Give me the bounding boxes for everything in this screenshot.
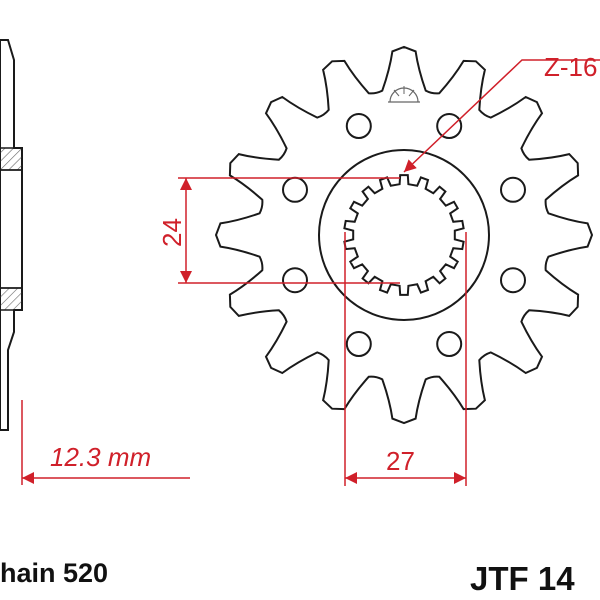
mounting-hole	[282, 176, 308, 203]
dim-offset-label: 12.3 mm	[50, 442, 151, 472]
spline-bore	[343, 174, 465, 296]
z-label-leader	[403, 59, 600, 173]
mounting-hole	[345, 331, 372, 357]
dim-24	[178, 177, 400, 284]
dim-27	[344, 232, 467, 486]
side-profile	[0, 39, 23, 431]
side-hub-hatch-bottom	[0, 287, 23, 311]
side-profile-body	[0, 39, 23, 431]
bore-ring	[318, 149, 490, 321]
dim-24-label: 24	[157, 218, 187, 247]
mounting-holes	[282, 113, 526, 357]
side-hub-hatch-top	[0, 147, 23, 171]
mounting-hole	[500, 267, 526, 294]
spline-profile	[343, 174, 465, 296]
mounting-hole	[500, 176, 526, 203]
logo-mark	[388, 86, 420, 103]
z-label: Z-16	[544, 52, 597, 82]
mounting-hole	[345, 113, 372, 139]
dim-offset	[21, 400, 190, 485]
part-label: JTF 14	[470, 560, 575, 597]
mounting-hole	[282, 267, 308, 294]
chain-label: hain 520	[0, 558, 108, 588]
mounting-hole	[436, 113, 463, 139]
mounting-hole	[436, 331, 463, 357]
dim-27-label: 27	[386, 446, 415, 476]
